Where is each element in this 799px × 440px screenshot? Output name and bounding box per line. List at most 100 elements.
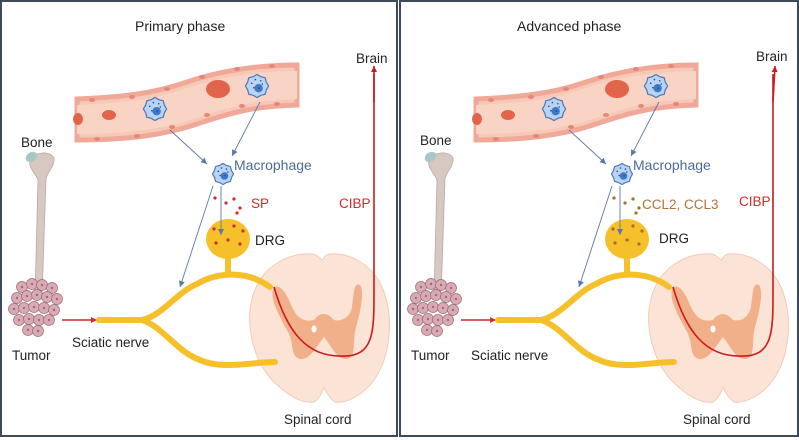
arrow-head [617,229,623,235]
endothelial-nucleus [129,95,135,99]
granule [618,174,620,177]
femur [29,152,55,298]
arrow-shaft [231,101,261,157]
drg-label: DRG [659,231,689,246]
drg-mediator-dot [232,224,236,228]
circulating-monocyte [541,96,567,122]
tumor-cell-nucleus [429,282,433,286]
arrow-head [232,149,238,156]
bone-cap [424,151,437,162]
granule [224,174,226,177]
arrow-head [218,229,224,235]
tumor-cell-nucleus [414,296,418,300]
granule [259,79,262,82]
nerve-upper-branch [96,271,273,323]
tissue-macrophage [211,162,235,186]
panel-title: Advanced phase [517,18,622,34]
granule [219,174,221,177]
drg-mediator-dot [613,241,617,245]
tumor-cell-nucleus [12,307,16,311]
mediator-dot [612,196,616,200]
mediator-label-ccl: CCL2, CCL3 [642,197,719,212]
blood-vessel [73,62,300,143]
nerve-lower-branch [538,317,677,368]
granule [159,106,162,108]
granule [550,109,552,112]
endothelial-nucleus [528,95,534,99]
tumor-cell-nucleus [424,294,428,298]
tumor-cell-nucleus [435,329,439,333]
tumor-cell-nucleus [22,306,26,310]
tumor-cell-nucleus [426,317,430,321]
mediator-dot [224,201,228,205]
panel-artwork [407,62,789,403]
granule [551,101,554,104]
mediator-dots [611,196,644,246]
bone-label: Bone [21,135,53,150]
granule [254,78,257,81]
tumor-cell-nucleus [20,285,24,289]
tumor-label: Tumor [411,348,450,363]
granule [250,82,253,85]
endothelial-nucleus [164,87,170,91]
endothelial-nucleus [89,98,95,102]
macrophage-label: Macrophage [633,157,711,173]
arrow-shaft [578,185,613,288]
drg-mediator-dot [212,227,216,231]
granule [217,170,220,173]
drg-mediator-dot [611,227,615,231]
endothelial-nucleus [603,113,609,117]
recruitment-arrow [568,129,607,165]
granule [148,105,151,108]
endothelial-nucleus [94,137,100,141]
arrow-head [490,317,496,323]
endothelial-nucleus [239,104,245,108]
tumor-cell-nucleus [439,283,443,287]
endothelial-nucleus [633,67,639,71]
red-blood-cell [102,110,116,120]
endothelial-nucleus [638,104,644,108]
granule [623,174,625,177]
mediator-dot [634,211,638,215]
brain-label: Brain [756,49,788,64]
mediator-dot [623,201,627,205]
arrow-head [578,280,584,287]
endothelial-nucleus [134,134,140,138]
grey-matter [272,284,363,360]
mediator-dot [213,196,217,200]
bone [424,151,454,298]
endothelial-nucleus [169,125,175,129]
tissue-macrophage [610,162,634,186]
tumor-cell-nucleus [411,307,415,311]
cibp-to-brain-arrow [771,65,778,103]
granule [658,79,661,82]
sciatic-nerve-label: Sciatic nerve [471,348,549,363]
granule [555,110,558,112]
granule [624,168,627,170]
tumor-cell-nucleus [449,286,453,290]
arrow-head [631,149,637,156]
endothelial-nucleus [598,75,604,79]
granule [547,105,550,108]
vessel-lumen [77,71,297,134]
tumor-to-nerve-arrow [461,317,496,323]
recruitment-arrow [630,101,660,157]
tumor-cell-nucleus [441,306,445,310]
grey-matter [671,284,762,360]
granule [652,86,654,89]
tumor-cell-nucleus [32,305,36,309]
spinal-cord-label: Spinal cord [683,412,751,427]
tumor-cell-nucleus [434,293,438,297]
panel-advanced-phase: Advanced phase Brain Bone Macrophage CCL… [399,0,799,437]
tumor-cell-nucleus [419,285,423,289]
tumor-cell-nucleus [45,295,49,299]
tumor-cell-nucleus [52,308,56,312]
central-canal [311,325,317,333]
tumor-cell-nucleus [444,295,448,299]
drg-mediator-dot [640,229,644,233]
granule [660,83,663,85]
granule [653,78,656,81]
granule [157,102,160,105]
spinal-cord-label: Spinal cord [284,412,352,427]
cibp-pathway [273,74,375,357]
